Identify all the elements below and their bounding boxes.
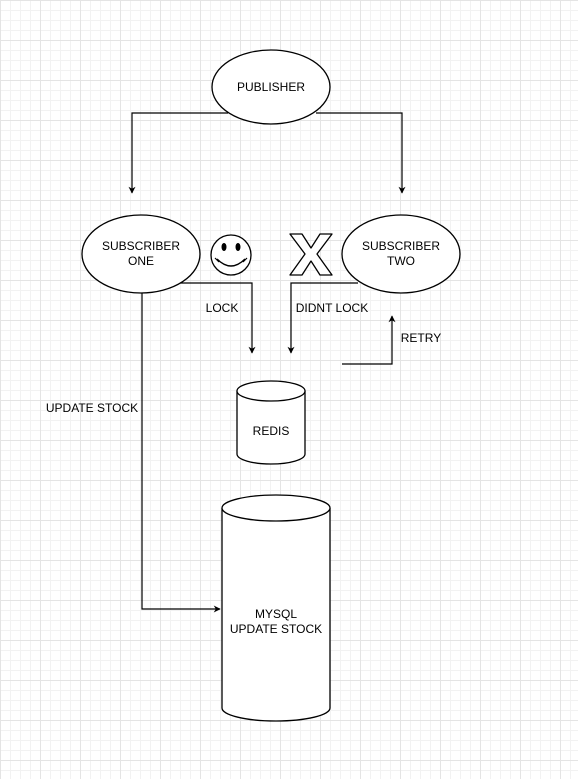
redis-cylinder-top <box>236 380 306 402</box>
redis-cylinder-body <box>236 391 306 465</box>
edge-publisher-to-subscriber-one <box>128 112 228 194</box>
subscriber-two-label-line2: TWO <box>387 254 415 268</box>
subscriber-two-ellipse <box>341 214 461 294</box>
redis-node[interactable]: REDIS <box>236 380 306 465</box>
redis-label: REDIS <box>253 424 290 438</box>
subscriber-one-ellipse <box>81 214 201 294</box>
smiley-face-icon <box>210 234 252 276</box>
edge-didnt-lock <box>287 282 358 354</box>
publisher-node[interactable]: PUBLISHER <box>211 49 331 125</box>
edge-label-lock: LOCK <box>206 301 239 315</box>
subscriber-one-node[interactable]: SUBSCRIBER ONE <box>81 214 201 294</box>
edge-update-stock <box>141 293 221 613</box>
edge-publisher-to-subscriber-two <box>316 112 406 194</box>
edge-label-didnt-lock: DIDNT LOCK <box>296 301 368 315</box>
edge-lock <box>180 282 256 354</box>
publisher-label: PUBLISHER <box>237 80 305 94</box>
edge-label-update-stock: UPDATE STOCK <box>46 401 138 415</box>
edges <box>128 112 406 613</box>
mysql-cylinder-top <box>221 494 331 522</box>
mysql-node[interactable]: MYSQL UPDATE STOCK <box>221 494 331 722</box>
subscriber-one-label-line2: ONE <box>128 254 154 268</box>
publisher-ellipse <box>211 49 331 125</box>
subscriber-two-label-line1: SUBSCRIBER <box>362 239 440 253</box>
cross-x-icon <box>289 233 333 276</box>
subscriber-one-label-line1: SUBSCRIBER <box>102 239 180 253</box>
mysql-label-line1: MYSQL <box>255 607 297 621</box>
edge-retry <box>342 315 396 365</box>
subscriber-two-node[interactable]: SUBSCRIBER TWO <box>341 214 461 294</box>
mysql-cylinder-body <box>221 508 331 722</box>
edge-label-retry: RETRY <box>401 331 441 345</box>
mysql-label-line2: UPDATE STOCK <box>230 622 322 636</box>
